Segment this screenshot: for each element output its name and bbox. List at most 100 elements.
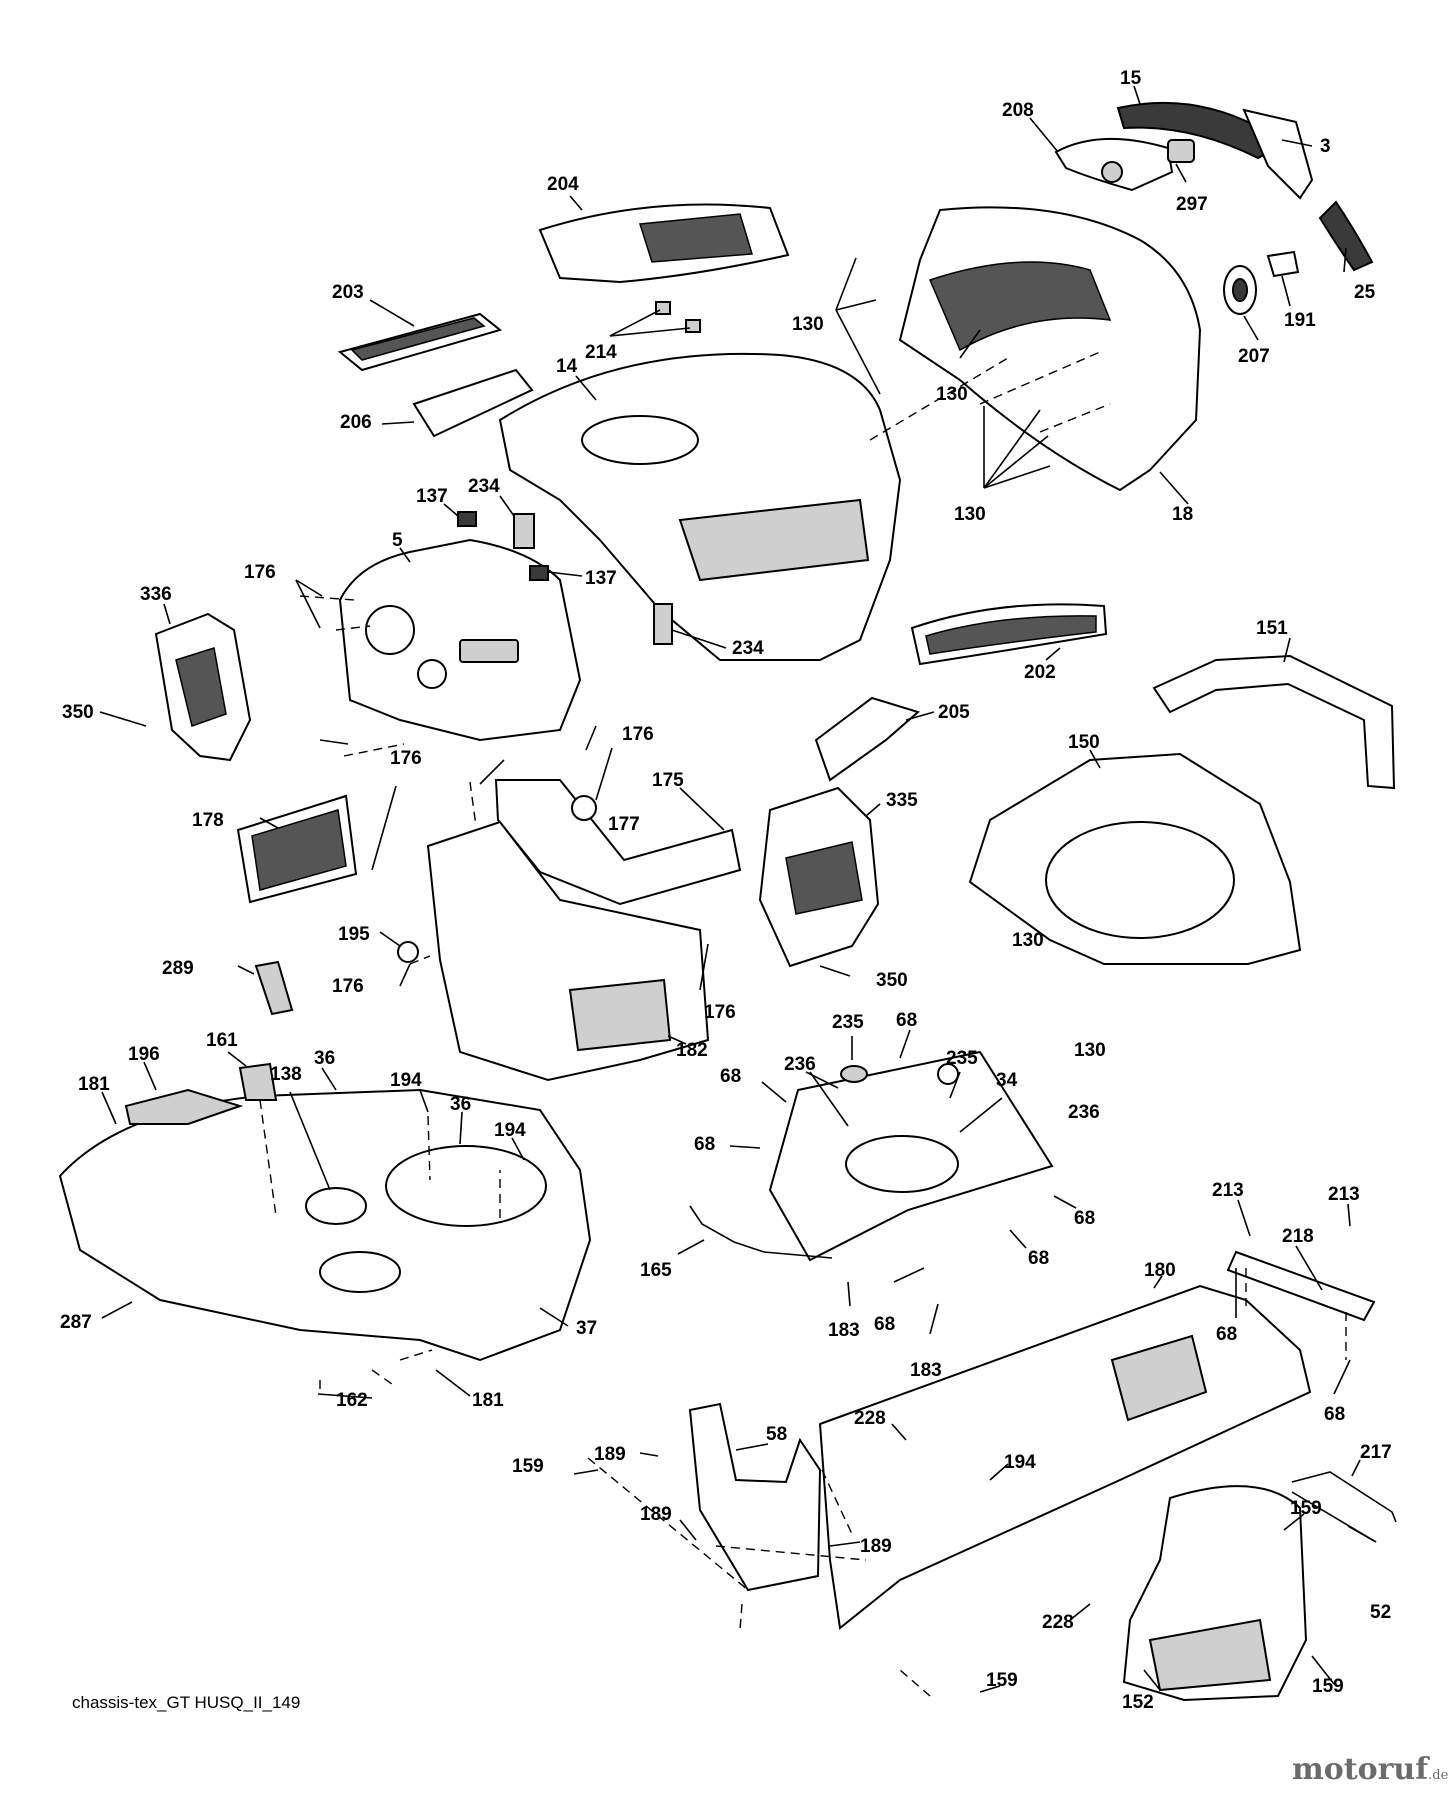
part-37-fuel-opening (319, 1251, 401, 1293)
callout-159-b: 159 (1290, 1498, 1322, 1519)
callout-5: 5 (392, 530, 403, 551)
callout-228-b: 228 (1042, 1612, 1074, 1633)
part-5-switch (417, 659, 447, 689)
callout-235-b: 235 (946, 1048, 978, 1069)
callout-180: 180 (1144, 1260, 1176, 1281)
part-137-clip-a (457, 511, 477, 527)
callout-130-b: 130 (936, 384, 968, 405)
part-138-fuel-neck (305, 1187, 367, 1225)
part-34-hole-a (845, 1135, 959, 1193)
callout-213-b: 213 (1328, 1184, 1360, 1205)
callout-175: 175 (652, 770, 684, 791)
part-18-mesh (928, 261, 1112, 352)
callout-68-c: 68 (694, 1134, 715, 1155)
callout-196: 196 (128, 1044, 160, 1065)
callout-191: 191 (1284, 310, 1316, 331)
callout-213-a: 213 (1212, 1180, 1244, 1201)
callout-176-d: 176 (332, 976, 364, 997)
callout-194-b: 194 (494, 1120, 526, 1141)
part-180-mount (1110, 1334, 1208, 1422)
part-234-decal-b (653, 603, 673, 645)
part-207-socket-inner (1232, 278, 1248, 302)
callout-68-e: 68 (1028, 1248, 1049, 1269)
callout-36-a: 36 (314, 1048, 335, 1069)
callout-189-a: 189 (594, 1444, 626, 1465)
part-208-lamp (1101, 161, 1123, 183)
callout-181-a: 181 (78, 1074, 110, 1095)
part-161-handle (238, 1062, 278, 1101)
callout-151: 151 (1256, 618, 1288, 639)
callout-130-a: 130 (792, 314, 824, 335)
callout-3: 3 (1320, 136, 1331, 157)
callout-189-b: 189 (640, 1504, 672, 1525)
callout-335: 335 (886, 790, 918, 811)
assembly-lines (259, 351, 1347, 1697)
callout-207: 207 (1238, 346, 1270, 367)
callout-68-a: 68 (896, 1010, 917, 1031)
callout-228-a: 228 (854, 1408, 886, 1429)
callout-137-b: 137 (585, 568, 617, 589)
callout-176-e: 176 (704, 1002, 736, 1023)
part-205-trim (814, 696, 921, 782)
callout-236-b: 236 (1068, 1102, 1100, 1123)
callout-195: 195 (338, 924, 370, 945)
callout-183-b: 183 (910, 1360, 942, 1381)
watermark-name: motoruf (1292, 1752, 1429, 1787)
callout-234-a: 234 (468, 476, 500, 497)
callout-37: 37 (576, 1318, 597, 1339)
part-25-side-trim (1318, 200, 1374, 272)
leader-lines (99, 85, 1377, 1693)
callout-159-a: 159 (512, 1456, 544, 1477)
part-152-seat-pan (1148, 1618, 1272, 1692)
callout-350-b: 350 (876, 970, 908, 991)
callout-68-b: 68 (720, 1066, 741, 1087)
callout-15: 15 (1120, 68, 1142, 89)
callout-36-b: 36 (450, 1094, 471, 1115)
part-196-trim (124, 1088, 244, 1125)
callout-58: 58 (766, 1424, 787, 1445)
part-182-panel-slot (568, 978, 672, 1052)
callout-34: 34 (996, 1070, 1018, 1091)
part-14-dash-panel (678, 498, 870, 582)
part-151-bracket (1152, 654, 1396, 790)
callout-68-h: 68 (1324, 1404, 1345, 1425)
part-165-rod (689, 1205, 833, 1259)
callout-150: 150 (1068, 732, 1100, 753)
callout-52: 52 (1370, 1602, 1391, 1623)
part-195-knob (397, 941, 419, 963)
callout-18: 18 (1172, 504, 1193, 525)
callout-176-c: 176 (390, 748, 422, 769)
part-14-steering-opening (581, 415, 699, 465)
callout-14: 14 (556, 356, 578, 377)
callout-68-g: 68 (1216, 1324, 1237, 1345)
part-5-lever-slot (459, 639, 519, 663)
callout-206: 206 (340, 412, 372, 433)
part-234-decal-a (513, 513, 535, 549)
callout-159-d: 159 (1312, 1676, 1344, 1697)
part-289-clip (254, 960, 294, 1016)
callout-165: 165 (640, 1260, 672, 1281)
callout-208: 208 (1002, 100, 1034, 121)
callout-137-a: 137 (416, 486, 448, 507)
callout-202: 202 (1024, 662, 1056, 683)
callout-68-f: 68 (874, 1314, 895, 1335)
part-206-light-housing (412, 368, 534, 438)
part-37-seat-opening (385, 1145, 547, 1227)
watermark-tld: .de (1428, 1768, 1449, 1783)
part-202-mesh (925, 615, 1097, 655)
callout-183-a: 183 (828, 1320, 860, 1341)
part-177-nut (571, 795, 597, 821)
part-214-clip-a (655, 301, 671, 315)
drawing-caption: chassis-tex_GT HUSQ_II_149 (72, 1693, 301, 1712)
callout-194-a: 194 (390, 1070, 422, 1091)
callout-68-d: 68 (1074, 1208, 1095, 1229)
callout-176-b: 176 (622, 724, 654, 745)
part-203-lens (350, 317, 486, 361)
callout-labels: 15 208 3 297 25 191 207 204 203 214 206 … (60, 68, 1392, 1713)
callout-130-c: 130 (954, 504, 986, 525)
callout-218: 218 (1282, 1226, 1314, 1247)
part-204-vents (639, 213, 753, 263)
part-214-clip-b (685, 319, 701, 333)
